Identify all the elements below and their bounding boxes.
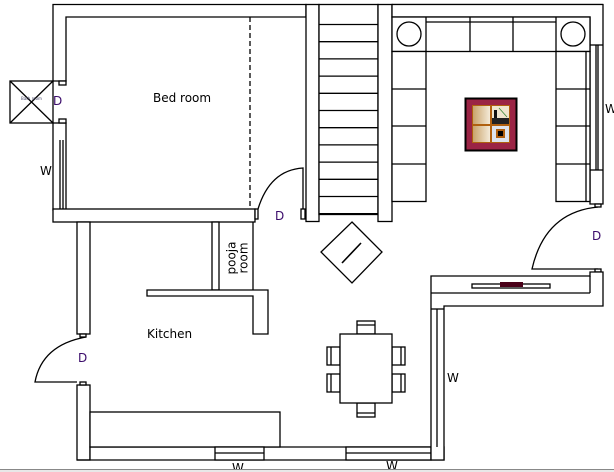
kitchen-walls <box>76 221 445 461</box>
bottom-scrollbar[interactable] <box>0 469 614 472</box>
bathroom-door-label: D <box>53 94 63 108</box>
tv-unit[interactable] <box>500 282 523 287</box>
window-label-kitchen: W <box>232 461 244 472</box>
kitchen-door[interactable] <box>34 336 87 383</box>
window-label-living: W <box>605 102 614 116</box>
window-label-bottom: W <box>386 459 398 472</box>
bedroom-door[interactable] <box>254 167 306 220</box>
pooja-label-line2: room <box>236 242 251 274</box>
pooja-room-label: pooja room <box>225 242 251 275</box>
sofa-set[interactable] <box>391 16 591 203</box>
bedroom-door-label: D <box>275 209 285 223</box>
living-room-door[interactable] <box>531 203 602 273</box>
bathroom-label: Bath room <box>21 96 42 101</box>
kitchen-door-label: D <box>78 351 88 365</box>
tv-wall <box>430 271 604 461</box>
kitchen-label: Kitchen <box>147 327 193 341</box>
bedroom-walls <box>52 3 320 223</box>
window-label-dining: W <box>447 371 459 385</box>
dining-table[interactable] <box>326 320 406 418</box>
coffee-table[interactable] <box>464 97 518 152</box>
pooja-room-walls <box>146 221 269 335</box>
bathroom <box>9 80 54 124</box>
bedroom-label: Bed room <box>153 91 212 105</box>
side-table[interactable] <box>320 221 383 284</box>
window-label-bedroom: W <box>40 164 52 178</box>
living-door-label: D <box>592 229 602 243</box>
